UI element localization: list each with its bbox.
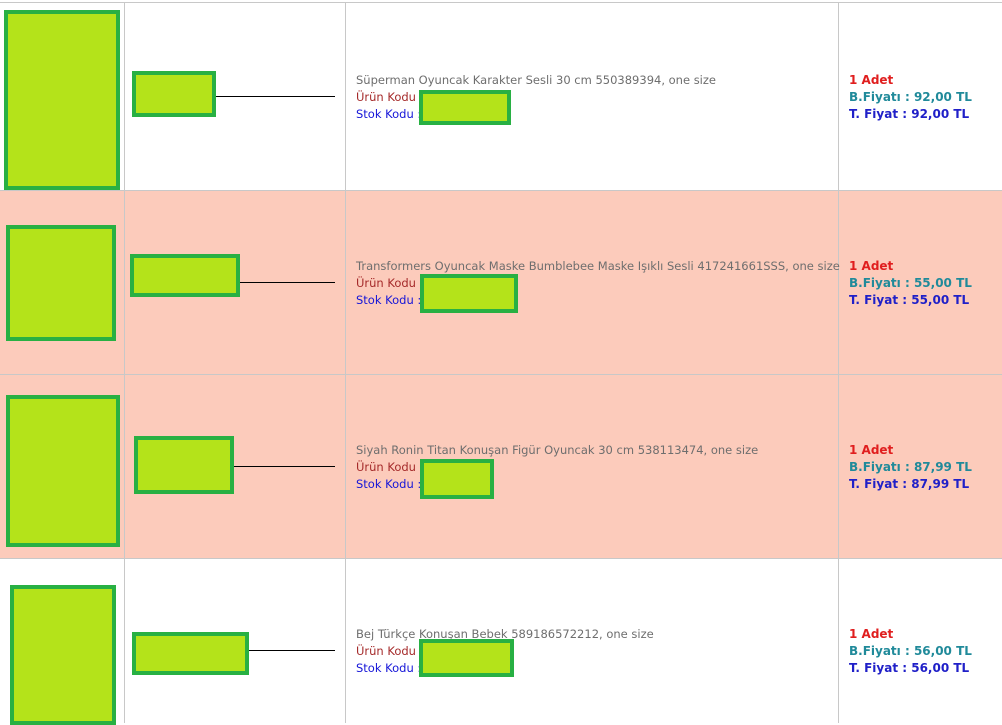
stok-kodu-label: Stok Kodu :	[356, 477, 422, 491]
column-divider	[838, 375, 839, 558]
quantity: 1 Adet	[849, 443, 894, 457]
redacted-code	[420, 274, 518, 313]
quantity: 1 Adet	[849, 73, 894, 87]
product-image[interactable]	[6, 225, 116, 341]
connector-line	[249, 650, 335, 651]
product-title[interactable]: Bej Türkçe Konuşan Bebek 589186572212, o…	[356, 627, 654, 641]
column-divider	[124, 191, 125, 374]
column-divider	[345, 559, 346, 723]
product-thumbnail[interactable]	[134, 436, 234, 494]
connector-line	[240, 282, 335, 283]
column-divider	[345, 191, 346, 374]
total-price: T. Fiyat : 92,00 TL	[849, 107, 970, 121]
product-thumbnail[interactable]	[130, 254, 240, 297]
product-thumbnail[interactable]	[132, 632, 249, 675]
column-divider	[124, 3, 125, 190]
table-row: Bej Türkçe Konuşan Bebek 589186572212, o…	[0, 558, 1002, 725]
stok-kodu-label: Stok Kodu :	[356, 107, 422, 121]
connector-line	[234, 466, 335, 467]
column-divider	[838, 191, 839, 374]
unit-price: B.Fiyatı : 87,99 TL	[849, 460, 972, 474]
total-price: T. Fiyat : 87,99 TL	[849, 477, 970, 491]
table-row: Siyah Ronin Titan Konuşan Figür Oyuncak …	[0, 374, 1002, 558]
table-row: Süperman Oyuncak Karakter Sesli 30 cm 55…	[0, 2, 1002, 190]
quantity: 1 Adet	[849, 627, 894, 641]
column-divider	[124, 559, 125, 723]
urun-kodu-label: Ürün Kodu :	[356, 90, 424, 104]
unit-price: B.Fiyatı : 56,00 TL	[849, 644, 972, 658]
connector-line	[216, 96, 335, 97]
urun-kodu-label: Ürün Kodu :	[356, 644, 424, 658]
urun-kodu-label: Ürün Kodu :	[356, 276, 424, 290]
product-thumbnail[interactable]	[132, 71, 216, 117]
urun-kodu-label: Ürün Kodu :	[356, 460, 424, 474]
column-divider	[345, 375, 346, 558]
product-image[interactable]	[10, 585, 116, 725]
quantity: 1 Adet	[849, 259, 894, 273]
unit-price: B.Fiyatı : 55,00 TL	[849, 276, 972, 290]
column-divider	[838, 559, 839, 723]
product-image[interactable]	[4, 10, 120, 190]
total-price: T. Fiyat : 55,00 TL	[849, 293, 970, 307]
unit-price: B.Fiyatı : 92,00 TL	[849, 90, 972, 104]
stok-kodu-label: Stok Kodu :	[356, 661, 422, 675]
product-image[interactable]	[6, 395, 120, 547]
column-divider	[838, 3, 839, 190]
stok-kodu-label: Stok Kodu :	[356, 293, 422, 307]
redacted-code	[420, 459, 494, 499]
product-title[interactable]: Siyah Ronin Titan Konuşan Figür Oyuncak …	[356, 443, 759, 457]
total-price: T. Fiyat : 56,00 TL	[849, 661, 970, 675]
product-title[interactable]: Süperman Oyuncak Karakter Sesli 30 cm 55…	[356, 73, 716, 87]
redacted-code	[419, 90, 511, 125]
column-divider	[345, 3, 346, 190]
column-divider	[124, 375, 125, 558]
redacted-code	[419, 639, 514, 677]
product-title[interactable]: Transformers Oyuncak Maske Bumblebee Mas…	[356, 259, 840, 273]
table-row: Transformers Oyuncak Maske Bumblebee Mas…	[0, 190, 1002, 374]
